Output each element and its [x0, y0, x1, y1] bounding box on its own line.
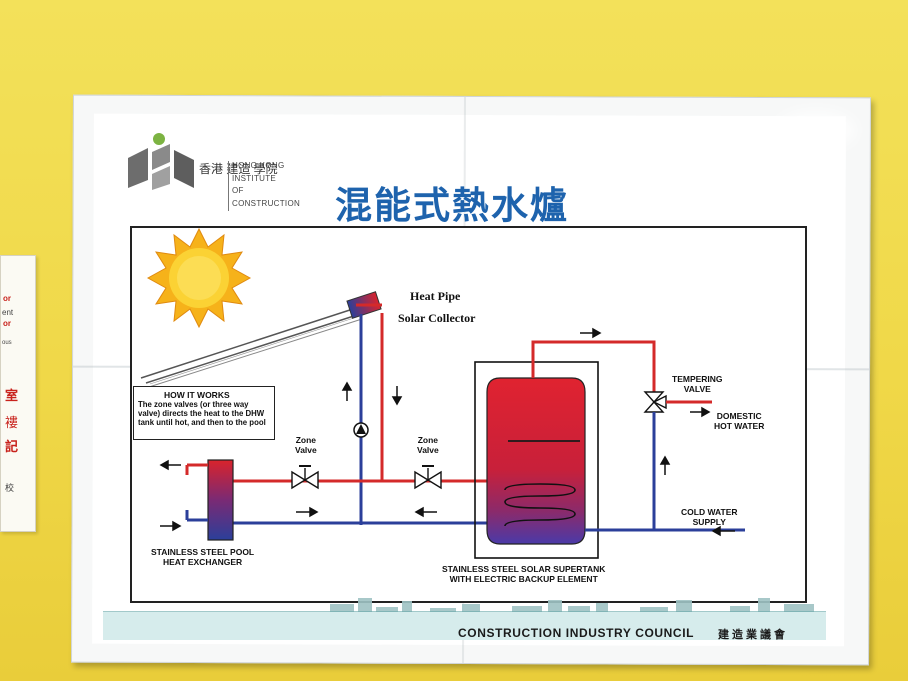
footer-band: [103, 612, 826, 640]
domestic-hot-water-label-line-1: DOMESTIC: [716, 411, 762, 421]
pump-icon: [353, 422, 369, 438]
pool-heat-exchanger-label: STAINLESS STEEL POOL HEAT EXCHANGER: [151, 547, 254, 567]
tempering-valve-icon: [643, 391, 667, 413]
loop-flow-arrows: [159, 459, 437, 532]
logo-en-line-1: HONG KONG: [232, 161, 285, 170]
sun-icon: [146, 227, 252, 329]
logo-en-line-4: CONSTRUCTION: [232, 198, 301, 208]
cold-water-supply-label-line-2: SUPPLY: [692, 517, 726, 527]
how-it-works-body: The zone valves (or three way valve) dir…: [138, 400, 266, 428]
zone-valve-2-icon: [414, 465, 442, 490]
collector-flow-arrows: [341, 381, 403, 406]
cold-water-supply-label: COLD WATER SUPPLY: [681, 507, 738, 527]
side-notice-text-1: or: [3, 294, 11, 303]
zone-valve-1-label-line-2: Valve: [295, 445, 317, 455]
domestic-hot-water-label-line-2: HOT WATER: [714, 421, 765, 431]
domestic-hot-water-arrow: [690, 406, 711, 418]
hkic-logo-icon: [128, 133, 194, 190]
pool-heat-exchanger-label-line-2: HEAT EXCHANGER: [162, 557, 243, 567]
solar-collector-label: Solar Collector: [398, 311, 476, 325]
cold-water-supply-label-line-1: COLD WATER: [681, 507, 738, 517]
tempering-valve-label-line-1: TEMPERING: [672, 374, 723, 384]
tank-outlet-arrow: [580, 327, 602, 339]
pool-heat-exchanger-label-line-1: STAINLESS STEEL POOL: [151, 547, 255, 557]
solar-supertank: [486, 377, 586, 545]
side-notice-text-3: or: [3, 319, 11, 328]
zone-valve-1-icon: [291, 465, 319, 490]
logo-en-line-3: OF: [232, 186, 244, 195]
domestic-hot-water-label: DOMESTIC HOT WATER: [714, 411, 764, 431]
logo-en-line-2: INSTITUTE: [232, 173, 277, 183]
council-name-cn: 建造業議會: [718, 629, 788, 641]
side-notice-cn-1: 室: [5, 388, 19, 403]
side-notice-cn-2: 褸: [5, 415, 19, 430]
zone-valve-2-label-line-2: Valve: [417, 445, 439, 455]
pool-heat-exchanger: [185, 459, 234, 541]
side-notice-cn-3: 記: [5, 439, 19, 454]
supertank-label-line-2: WITH ELECTRIC BACKUP ELEMENT: [449, 574, 598, 584]
logo-name-en: HONG KONG INSTITUTE OF CONSTRUCTION: [232, 160, 300, 210]
side-notice-text-2: ent: [2, 308, 14, 317]
cold-water-arrows: [659, 455, 735, 537]
poster-title: 混能式熱水爐: [335, 185, 569, 226]
side-notice-text-4: ous: [2, 340, 12, 346]
logo-divider: [228, 161, 229, 211]
supertank-label-line-1: STAINLESS STEEL SOLAR SUPERTANK: [442, 564, 606, 574]
tempering-valve-label-line-2: VALVE: [683, 384, 711, 394]
heat-pipe-label: Heat Pipe: [410, 289, 461, 303]
zone-valve-2-label-line-1: Zone: [417, 435, 439, 445]
how-it-works-box: HOW IT WORKS The zone valves (or three w…: [133, 386, 275, 440]
how-it-works-title: HOW IT WORKS: [164, 390, 230, 400]
council-name-en: CONSTRUCTION INDUSTRY COUNCIL: [458, 626, 695, 640]
supertank-label: STAINLESS STEEL SOLAR SUPERTANK WITH ELE…: [442, 564, 605, 584]
zone-valve-1-label: Zone Valve: [295, 435, 317, 455]
zone-valve-2-label: Zone Valve: [417, 435, 439, 455]
tank-enclosure: [474, 361, 599, 559]
zone-valve-1-label-line-1: Zone: [295, 435, 317, 445]
solar-collector: [140, 291, 382, 388]
side-notice-cn-4: 校: [5, 483, 15, 493]
tempering-valve-label: TEMPERING VALVE: [672, 374, 723, 394]
side-notice: or ent or ous 室 褸 記 校: [0, 255, 36, 532]
